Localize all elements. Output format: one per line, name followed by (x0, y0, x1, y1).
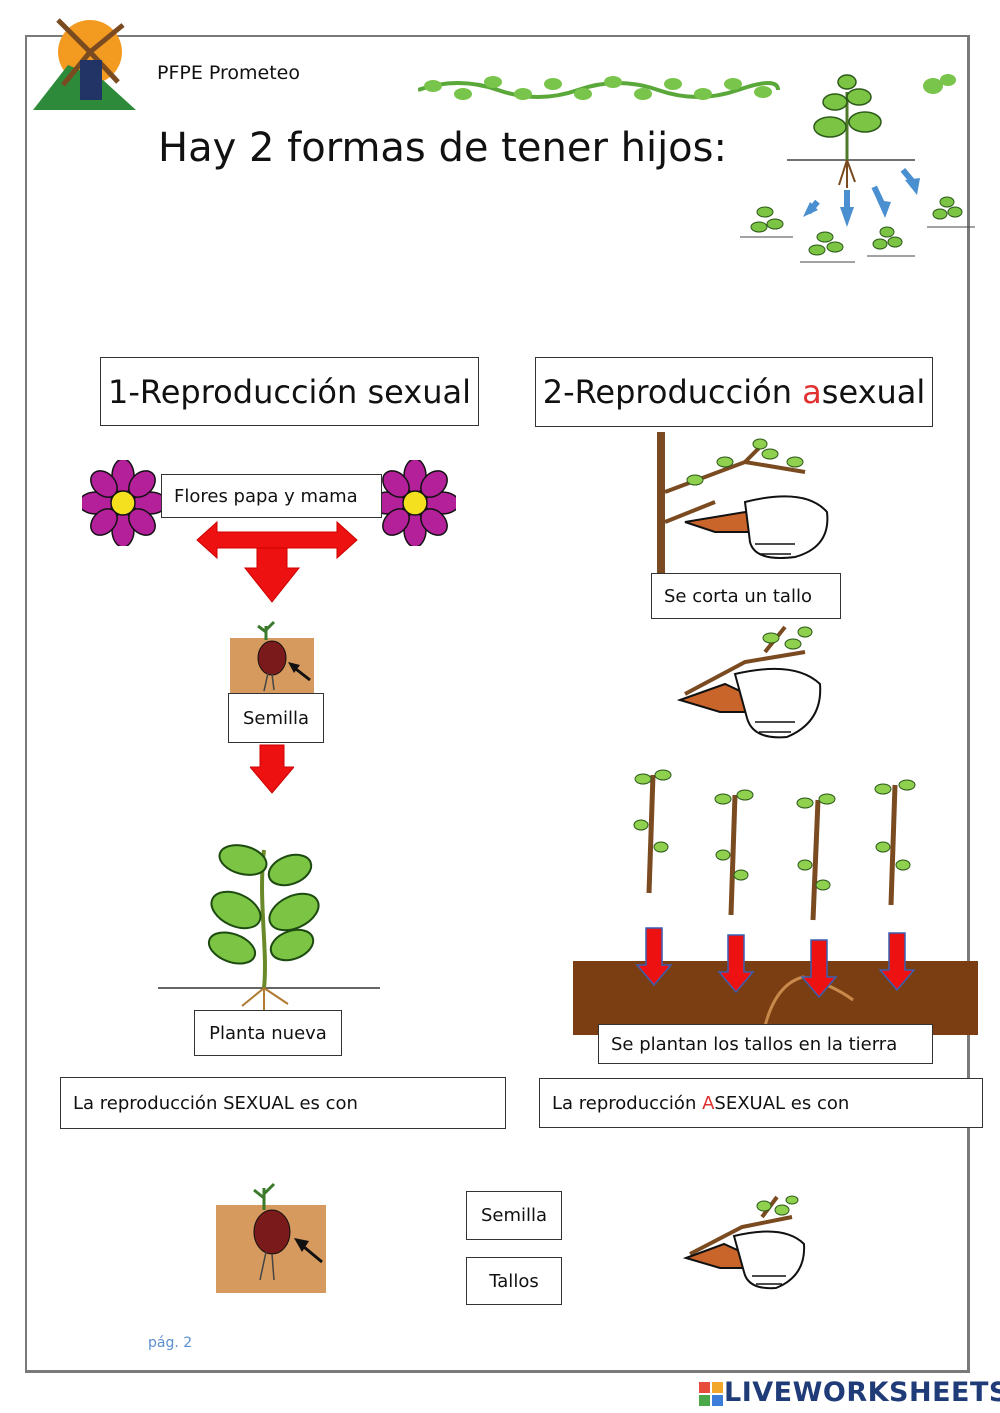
option-seed[interactable]: Semilla (466, 1191, 562, 1240)
cut-stem-image (657, 432, 829, 577)
red-arrow-icon (196, 520, 358, 603)
page-title: Hay 2 formas de tener hijos: (158, 125, 727, 171)
flowers-label: Flores papa y mama (161, 474, 382, 518)
plant-propagation-image (740, 74, 975, 263)
asexual-statement-prefix: La reproducción (552, 1092, 703, 1114)
new-plant-image (158, 844, 380, 1012)
asexual-heading-suffix: sexual (821, 373, 926, 411)
asexual-statement-suffix: SEXUAL es con (714, 1092, 850, 1114)
seed-label: Semilla (228, 693, 324, 743)
seed-image (230, 620, 314, 698)
shears-match-image[interactable] (682, 1192, 807, 1297)
plant-stems-label: Se plantan los tallos en la tierra (598, 1024, 933, 1064)
asexual-statement-highlight: A (702, 1092, 715, 1114)
sexual-heading: 1-Reproducción sexual (100, 357, 479, 426)
page-frame (25, 35, 970, 1373)
option-stems[interactable]: Tallos (466, 1257, 562, 1305)
red-arrow-down-icon (250, 744, 294, 794)
flower-right-image (374, 460, 456, 546)
asexual-heading-highlight: a (802, 373, 822, 411)
cut-stem-label: Se corta un tallo (651, 573, 841, 619)
asexual-heading-prefix: 2-Reproducción (542, 373, 803, 411)
page-number: pág. 2 (148, 1335, 193, 1351)
liveworksheets-brand[interactable]: LIVEWORKSHEETS (724, 1377, 1000, 1408)
new-plant-label: Planta nueva (194, 1010, 342, 1056)
planting-stems-image (573, 769, 978, 1036)
liveworksheets-logo-icon (699, 1382, 723, 1406)
flower-left-image (82, 460, 164, 546)
seed-match-image[interactable] (214, 1180, 329, 1295)
vine-decoration (418, 74, 956, 100)
pruning-shears-image (676, 625, 822, 739)
sexual-statement: La reproducción SEXUAL es con (60, 1077, 506, 1129)
windmill-logo (33, 18, 136, 110)
org-name: PFPE Prometeo (157, 62, 300, 84)
